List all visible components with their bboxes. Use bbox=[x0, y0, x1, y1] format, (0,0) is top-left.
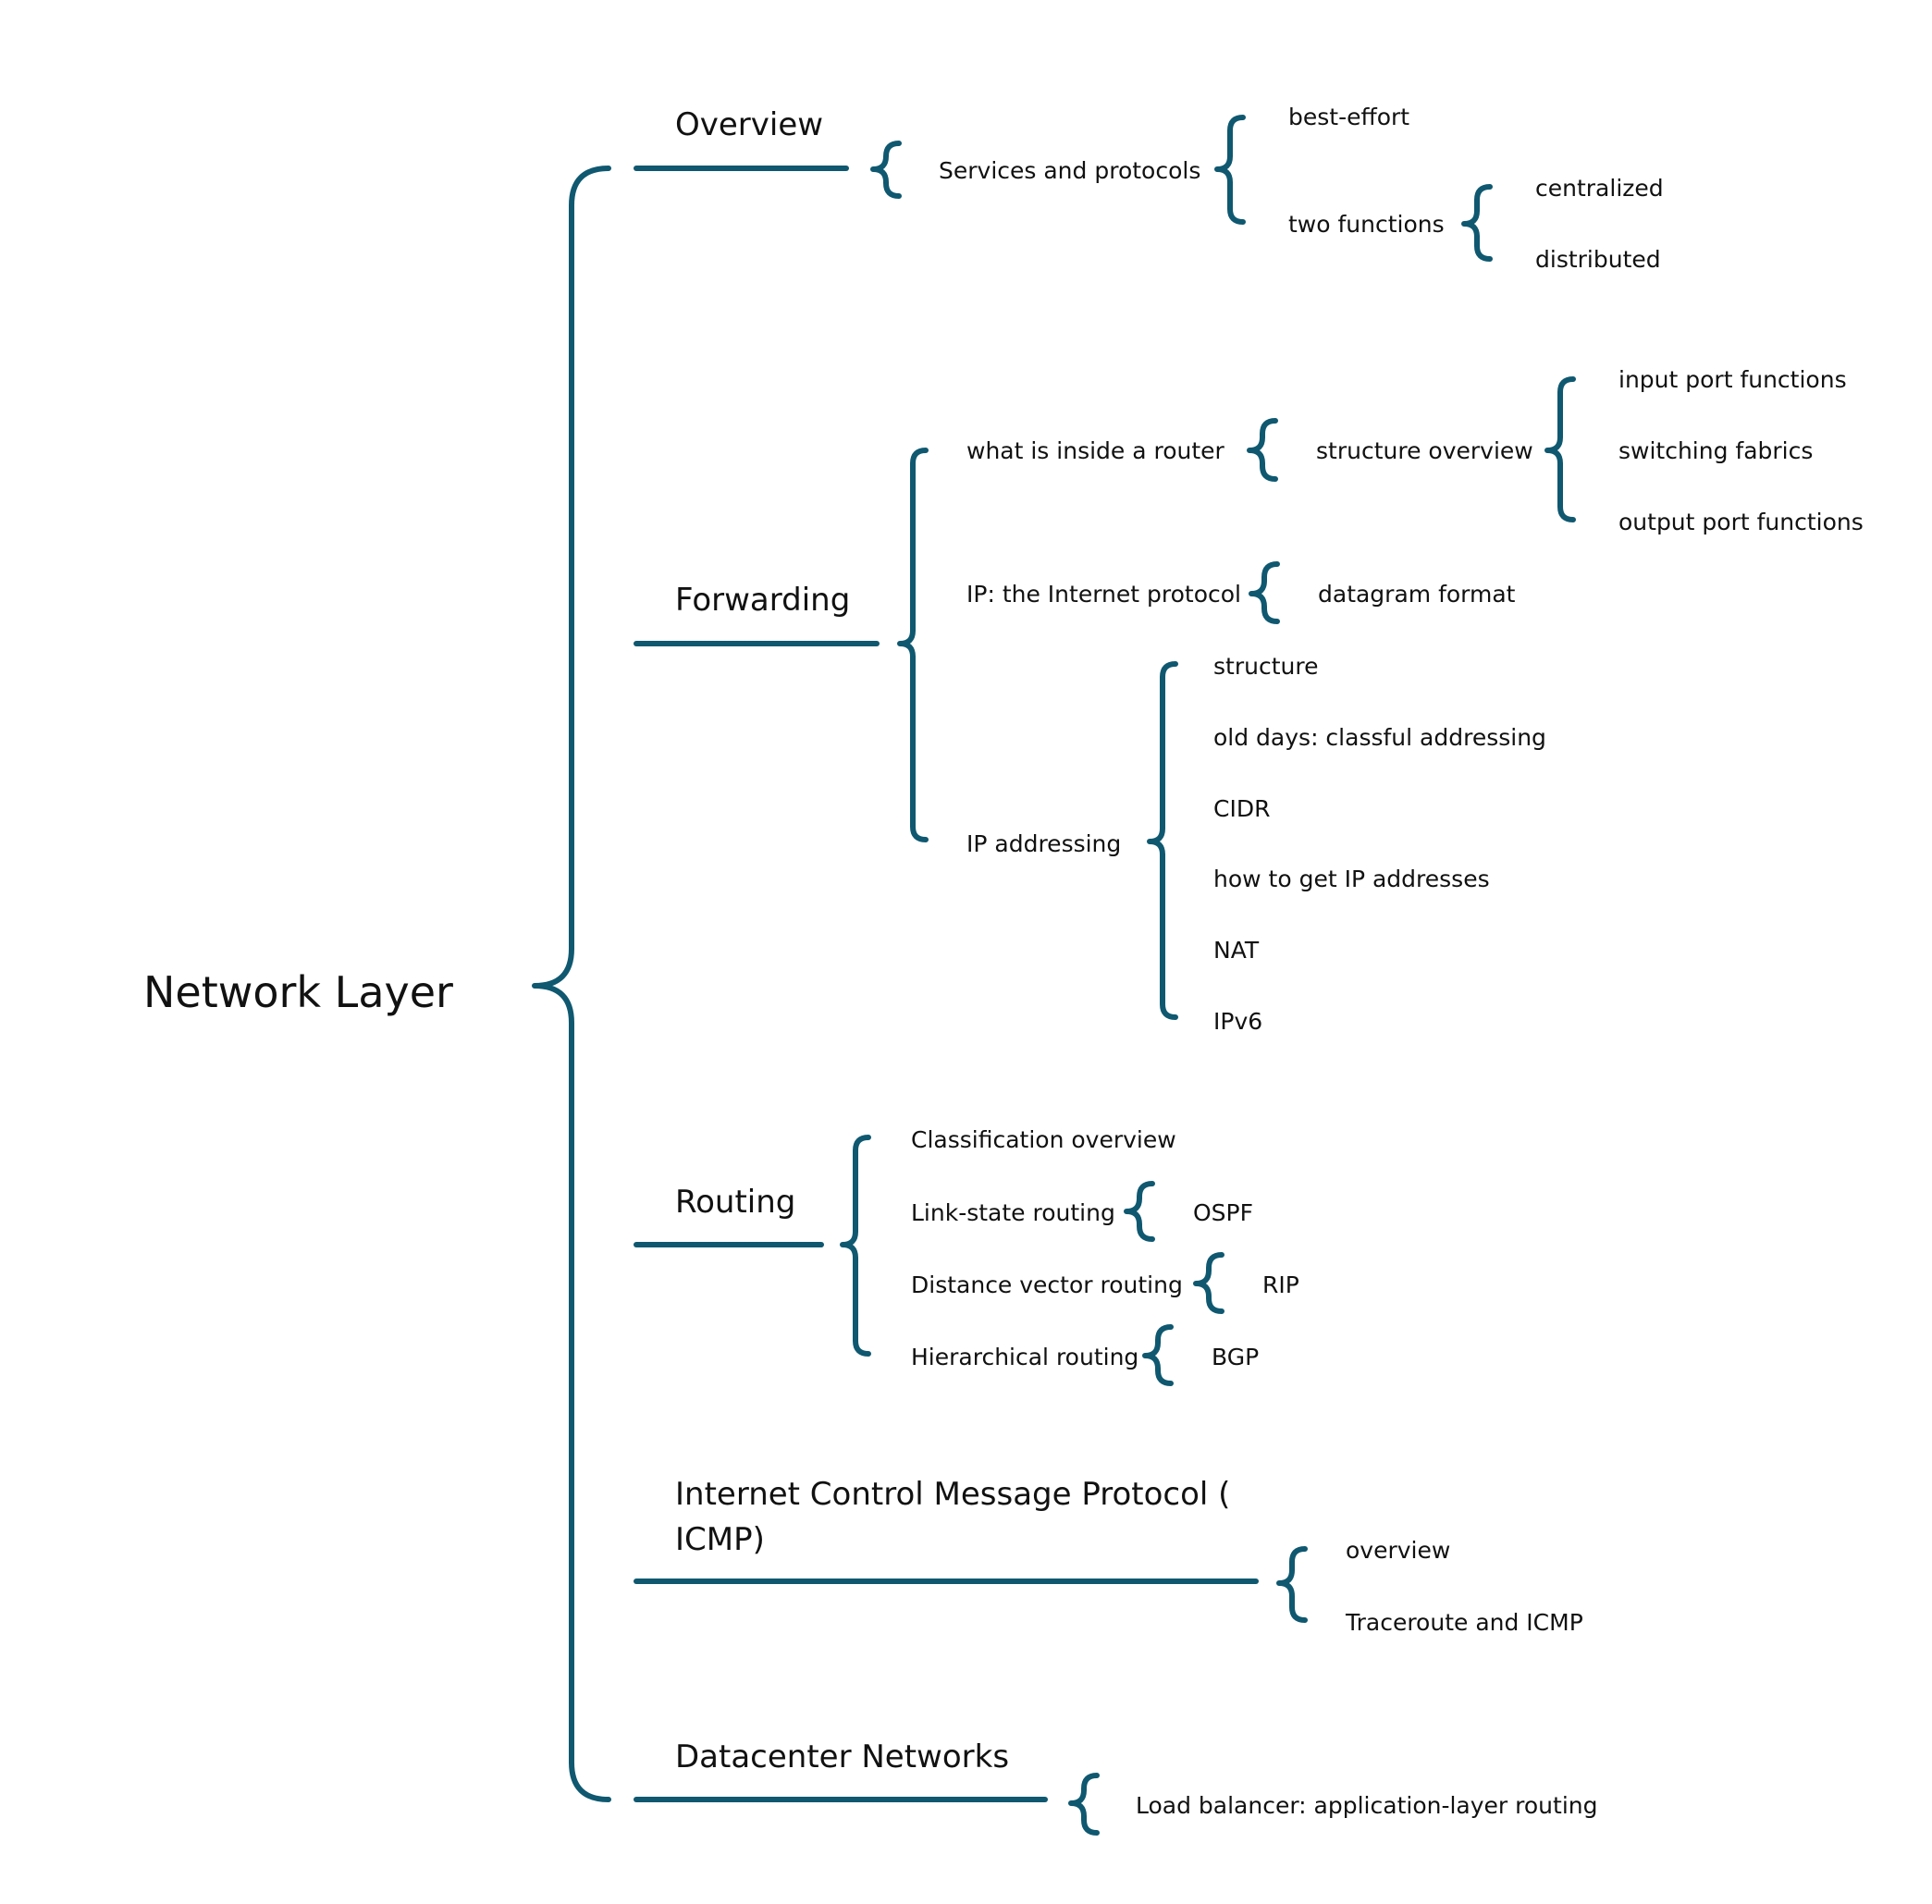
brace-routing bbox=[840, 1135, 871, 1357]
node-traceroute-and-icmp[interactable]: Traceroute and ICMP bbox=[1346, 1609, 1583, 1636]
node-cidr[interactable]: CIDR bbox=[1213, 795, 1271, 822]
node-ip-protocol[interactable]: IP: the Internet protocol bbox=[966, 581, 1241, 608]
root-node[interactable]: Network Layer bbox=[143, 967, 453, 1017]
brace-router bbox=[1247, 418, 1278, 482]
node-input-port-functions[interactable]: input port functions bbox=[1618, 366, 1847, 393]
node-icmp-overview[interactable]: overview bbox=[1346, 1537, 1451, 1564]
node-classification-overview[interactable]: Classification overview bbox=[911, 1126, 1176, 1153]
node-switching-fabrics[interactable]: switching fabrics bbox=[1618, 437, 1814, 464]
brace-ip-protocol bbox=[1249, 561, 1280, 624]
brace-link-state bbox=[1124, 1181, 1155, 1242]
node-distance-vector-routing[interactable]: Distance vector routing bbox=[911, 1271, 1183, 1298]
node-get-ip-addresses[interactable]: how to get IP addresses bbox=[1213, 866, 1490, 892]
node-nat[interactable]: NAT bbox=[1213, 937, 1260, 964]
brace-distance-vector bbox=[1193, 1252, 1224, 1314]
brace-hierarchical bbox=[1142, 1324, 1174, 1386]
node-best-effort[interactable]: best-effort bbox=[1288, 104, 1410, 130]
branch-overview[interactable]: Overview bbox=[675, 106, 824, 143]
node-output-port-functions[interactable]: output port functions bbox=[1618, 509, 1864, 535]
node-structure[interactable]: structure bbox=[1213, 653, 1319, 680]
brace-overview bbox=[870, 141, 902, 199]
node-structure-overview[interactable]: structure overview bbox=[1316, 437, 1533, 464]
node-services-and-protocols[interactable]: Services and protocols bbox=[939, 157, 1201, 184]
node-rip[interactable]: RIP bbox=[1262, 1271, 1299, 1298]
brace-ip-addressing bbox=[1147, 661, 1178, 1020]
node-ipv6[interactable]: IPv6 bbox=[1213, 1008, 1263, 1035]
node-inside-router[interactable]: what is inside a router bbox=[966, 437, 1224, 464]
branch-forwarding[interactable]: Forwarding bbox=[675, 582, 851, 619]
brace-two-functions bbox=[1461, 184, 1493, 262]
root-brace bbox=[532, 166, 611, 1802]
node-ip-addressing[interactable]: IP addressing bbox=[966, 830, 1122, 857]
brace-structure-overview bbox=[1544, 376, 1576, 522]
brace-icmp bbox=[1276, 1546, 1308, 1623]
node-hierarchical-routing[interactable]: Hierarchical routing bbox=[911, 1344, 1139, 1370]
node-classful-addressing[interactable]: old days: classful addressing bbox=[1213, 724, 1546, 751]
branch-datacenter-networks[interactable]: Datacenter Networks bbox=[675, 1738, 1010, 1775]
branch-routing[interactable]: Routing bbox=[675, 1184, 796, 1221]
node-distributed[interactable]: distributed bbox=[1535, 246, 1661, 273]
node-ospf[interactable]: OSPF bbox=[1193, 1199, 1254, 1226]
brace-datacenter bbox=[1068, 1773, 1100, 1836]
branch-icmp[interactable]: Internet Control Message Protocol ( ICMP… bbox=[675, 1476, 1231, 1559]
node-datagram-format[interactable]: datagram format bbox=[1318, 581, 1516, 608]
node-bgp[interactable]: BGP bbox=[1212, 1344, 1260, 1370]
node-link-state-routing[interactable]: Link-state routing bbox=[911, 1199, 1115, 1226]
brace-forwarding bbox=[897, 448, 929, 842]
node-two-functions[interactable]: two functions bbox=[1288, 211, 1445, 238]
node-load-balancer[interactable]: Load balancer: application-layer routing bbox=[1136, 1792, 1598, 1819]
node-centralized[interactable]: centralized bbox=[1535, 175, 1664, 202]
brace-services bbox=[1214, 115, 1246, 225]
